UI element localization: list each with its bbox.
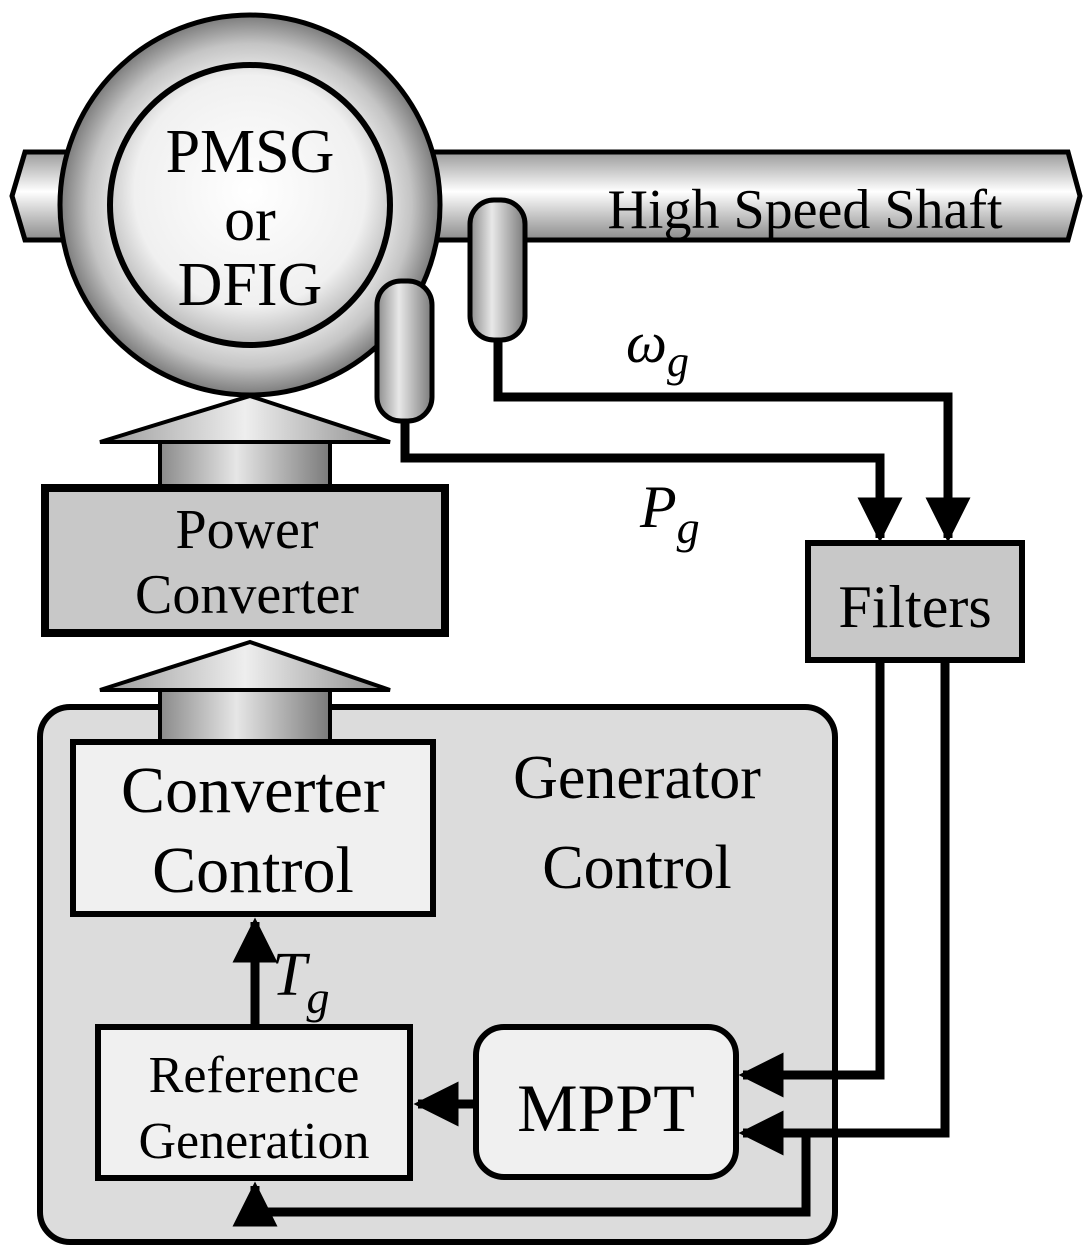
omega-label: ωg [626, 310, 689, 386]
mppt-block: MPPT [473, 1024, 739, 1180]
torque-subscript: g [306, 972, 329, 1023]
shaft-label: High Speed Shaft [607, 179, 1003, 241]
omega-wire-to-filters [493, 340, 971, 543]
mppt-label: MPPT [517, 1070, 695, 1146]
converter-control-line2: Control [152, 834, 354, 907]
reference-generation-block: Reference Generation [95, 1024, 413, 1181]
converter-control-line1: Converter [121, 754, 385, 827]
power-symbol: P [639, 474, 677, 540]
generator-label-line3: DFIG [178, 251, 323, 319]
generator-label-line1: PMSG [166, 118, 335, 186]
reference-generation-line1: Reference [149, 1047, 360, 1104]
reference-generation-line2: Generation [138, 1113, 369, 1170]
generator-label-line2: or [224, 186, 276, 254]
converter-control-block: Converter Control [70, 739, 436, 917]
torque-label: Tg [272, 941, 329, 1023]
generator: PMSG or DFIG [57, 12, 443, 398]
power-flow-arrow-lower [99, 639, 391, 746]
filters-to-mppt-upper [738, 660, 885, 1098]
feedback-to-reference [232, 1133, 811, 1227]
power-converter-block: Power Converter [41, 484, 449, 637]
speed-sensor [467, 197, 528, 343]
power-sensor [374, 278, 435, 424]
generator-control-line1: Generator [513, 744, 761, 812]
omega-subscript: g [667, 337, 689, 386]
power-flow-arrow-upper [99, 393, 391, 492]
omega-symbol: ω [626, 310, 667, 375]
filters-label: Filters [838, 574, 991, 640]
power-wire-to-filters [400, 421, 903, 543]
power-label: Pg [639, 474, 700, 553]
power-converter-line1: Power [175, 499, 318, 561]
filters-block: Filters [805, 540, 1025, 663]
generator-control-line2: Control [542, 834, 731, 902]
signal-wires [232, 340, 971, 1227]
power-converter-line2: Converter [135, 564, 359, 626]
torque-symbol: T [272, 941, 311, 1009]
power-subscript: g [677, 502, 700, 553]
